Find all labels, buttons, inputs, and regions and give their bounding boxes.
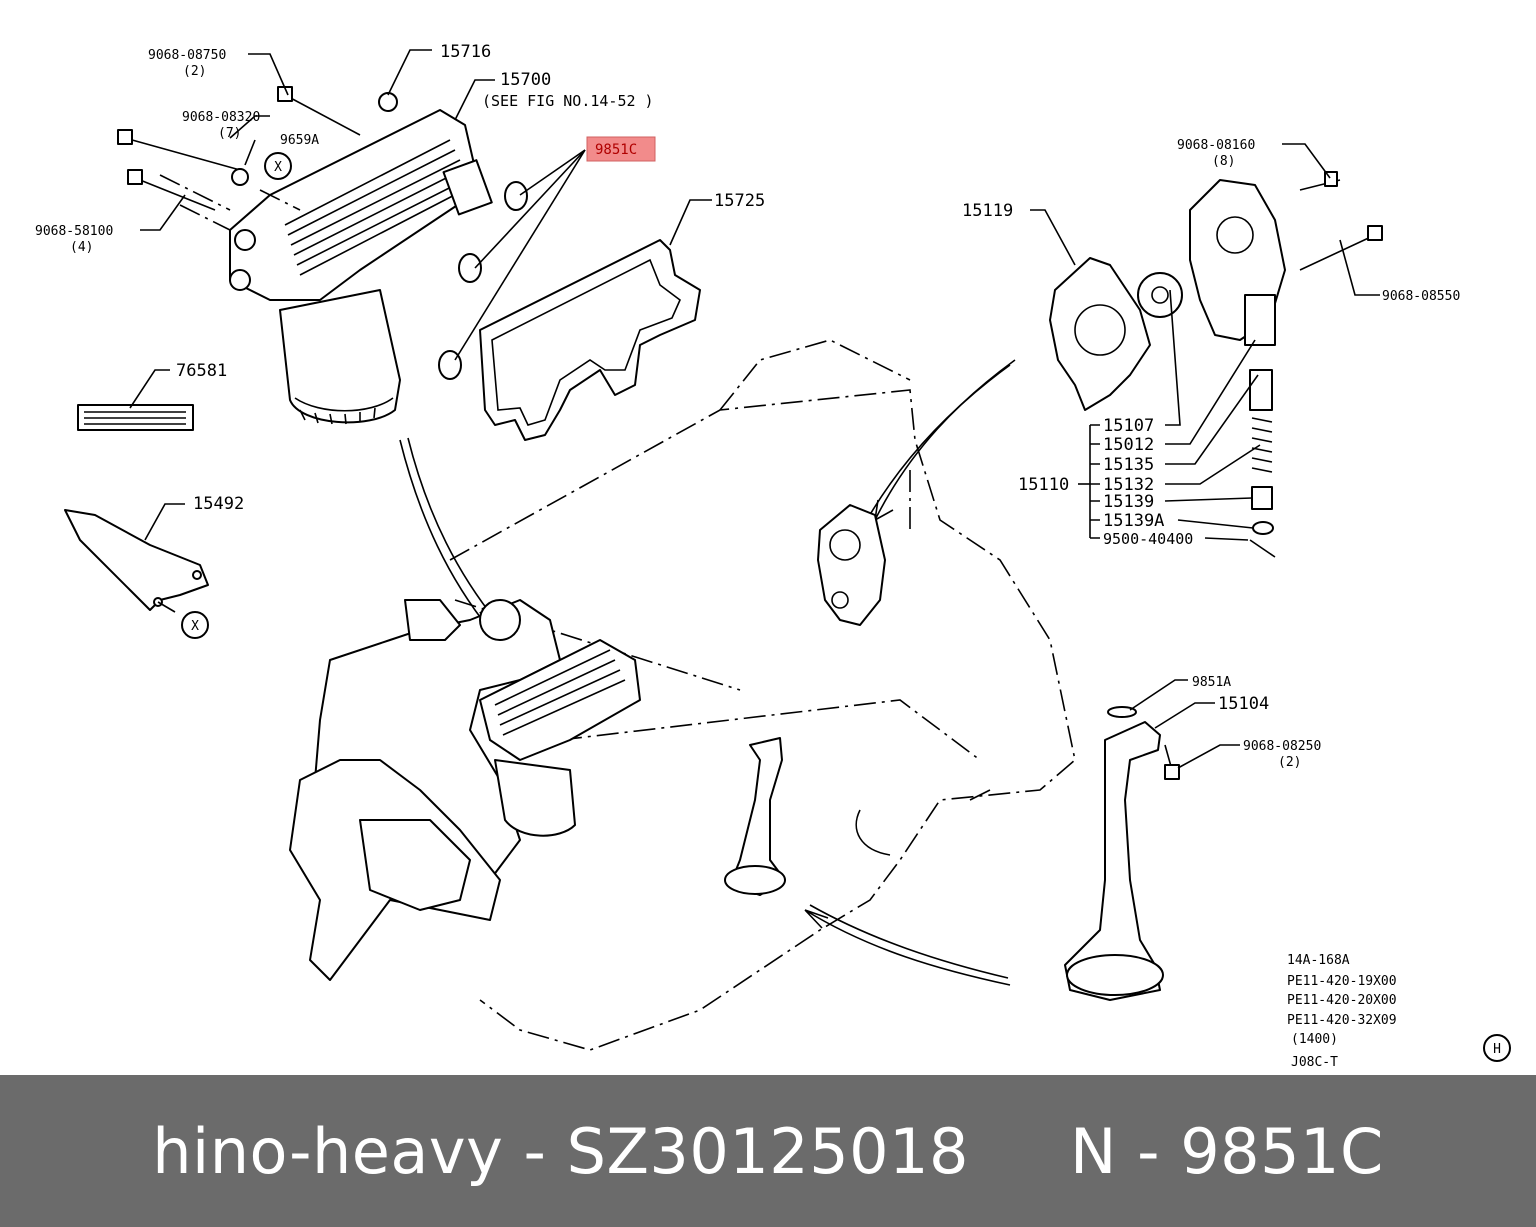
callout-9068-08250[interactable]: 9068-08250 — [1243, 739, 1321, 754]
callout-9068-58100-qty: (4) — [70, 240, 93, 255]
gasket-15725 — [479, 239, 701, 441]
section-marker-h-text: H — [1493, 1042, 1501, 1057]
reference-x-bottom-text: X — [191, 619, 199, 634]
callout-15725[interactable]: 15725 — [714, 191, 765, 211]
highlighted-part-9851C[interactable]: 9851C — [586, 136, 656, 162]
callout-15012[interactable]: 15012 — [1103, 435, 1154, 455]
info-line-3: PE11-420-20X00 — [1287, 993, 1397, 1008]
reference-marker-x-top: X — [264, 152, 292, 180]
callout-15700[interactable]: 15700 — [500, 70, 551, 90]
callout-9068-58100[interactable]: 9068-58100 — [35, 224, 113, 239]
section-marker-h: H — [1483, 1034, 1511, 1062]
callout-9068-08320-qty: (7) — [218, 126, 241, 141]
callout-9851C[interactable]: 9851C — [595, 142, 637, 158]
info-line-2: PE11-420-19X00 — [1287, 974, 1397, 989]
leader-lines — [129, 49, 1380, 769]
callout-9851A[interactable]: 9851A — [1192, 675, 1231, 690]
parts-diagram: 9068-08750 (2) 15716 15700 (SEE FIG NO.1… — [35, 42, 1511, 1070]
callout-15492[interactable]: 15492 — [193, 494, 244, 514]
flow-arrows — [399, 359, 1016, 986]
callout-9659A[interactable]: 9659A — [280, 133, 319, 148]
caption-text: hino-heavy - SZ30125018 N - 9851C — [152, 1114, 1384, 1188]
callout-9068-08750[interactable]: 9068-08750 — [148, 48, 226, 63]
callout-15104[interactable]: 15104 — [1218, 694, 1269, 714]
oil-pump-center — [817, 504, 886, 626]
callout-15139A[interactable]: 15139A — [1103, 511, 1164, 531]
nameplate-76581 — [77, 404, 194, 431]
callout-15135[interactable]: 15135 — [1103, 455, 1154, 475]
callout-9068-08550[interactable]: 9068-08550 — [1382, 289, 1460, 304]
oil-pump-exploded — [1049, 171, 1383, 558]
callout-9068-08750-qty: (2) — [183, 64, 206, 79]
callout-15119[interactable]: 15119 — [962, 201, 1013, 221]
callout-15716[interactable]: 15716 — [440, 42, 491, 62]
info-line-4: PE11-420-32X09 — [1287, 1013, 1397, 1028]
reference-marker-x-bottom: X — [181, 611, 209, 639]
callout-9068-08250-qty: (2) — [1278, 755, 1301, 770]
callout-15139[interactable]: 15139 — [1103, 492, 1154, 512]
reference-x-top-text: X — [274, 160, 282, 175]
callout-9500-40400[interactable]: 9500-40400 — [1103, 530, 1193, 548]
highlight-box — [586, 136, 656, 162]
caption-bar: hino-heavy - SZ30125018 N - 9851C — [0, 1075, 1536, 1227]
callout-15110[interactable]: 15110 — [1018, 475, 1069, 495]
callout-15700-note: (SEE FIG NO.14-52 ) — [482, 92, 654, 110]
callout-15132[interactable]: 15132 — [1103, 475, 1154, 495]
info-block: 14A-168A PE11-420-19X00 PE11-420-20X00 P… — [1287, 953, 1397, 1070]
engine-assembly-sketch — [289, 599, 786, 981]
callout-76581[interactable]: 76581 — [176, 361, 227, 381]
oil-cooler-assembly — [117, 86, 528, 425]
info-line-1: 14A-168A — [1287, 953, 1350, 968]
info-line-6: J08C-T — [1291, 1055, 1338, 1070]
callouts: 9068-08750 (2) 15716 15700 (SEE FIG NO.1… — [35, 42, 1460, 770]
bracket-15492 — [64, 509, 209, 611]
info-line-5: (1400) — [1291, 1032, 1338, 1047]
callout-9068-08320[interactable]: 9068-08320 — [182, 110, 260, 125]
oil-strainer-15104 — [1064, 706, 1180, 1001]
callout-9068-08160[interactable]: 9068-08160 — [1177, 138, 1255, 153]
callout-9068-08160-qty: (8) — [1212, 154, 1235, 169]
callout-15107[interactable]: 15107 — [1103, 416, 1154, 436]
